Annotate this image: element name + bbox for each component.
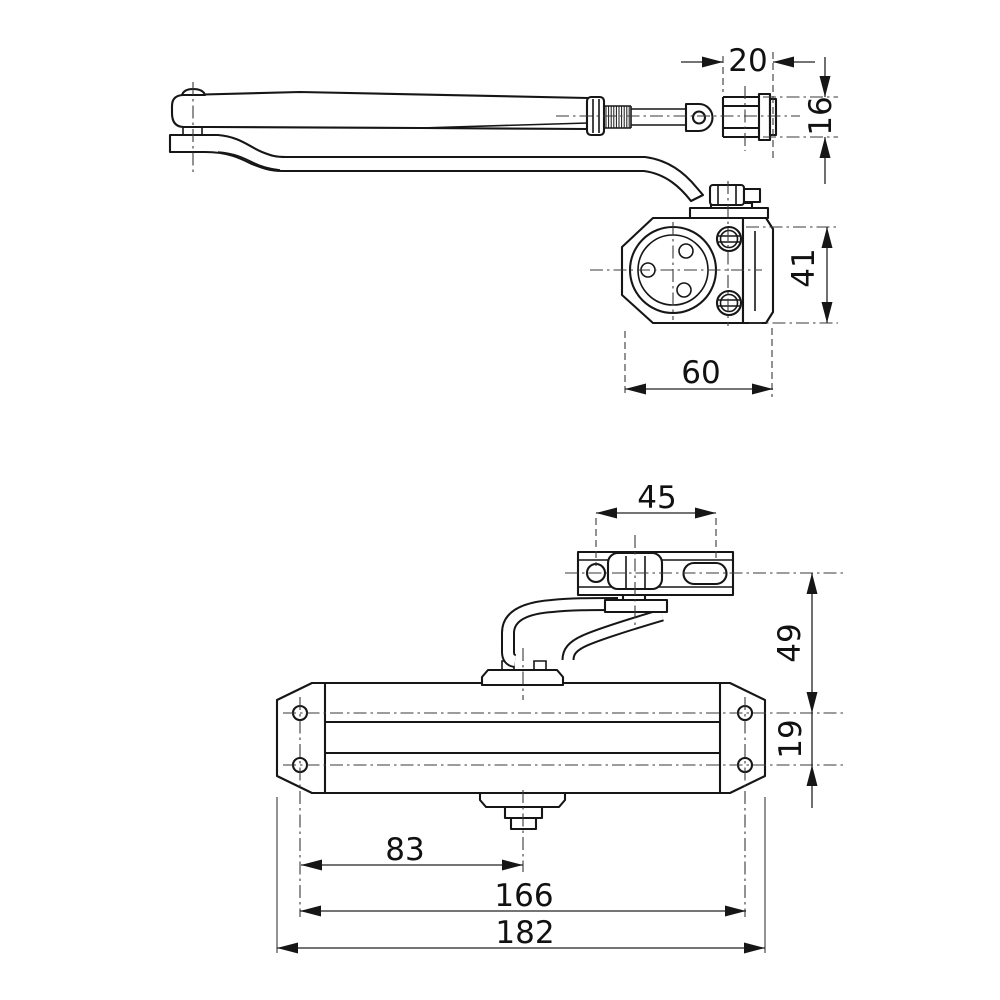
valve-screw-bottom-inner xyxy=(719,293,739,313)
dim-body-height: 41 xyxy=(746,226,838,324)
thread-hatch xyxy=(605,106,630,128)
arm-band-front xyxy=(501,597,619,668)
dim-shoe-hole-spacing-value: 45 xyxy=(637,480,676,516)
pinion-side-boss xyxy=(742,187,762,204)
dim-shoe-hole-spacing: 45 xyxy=(595,480,717,566)
dim-hole-row-spacing-value: 19 xyxy=(773,719,809,758)
bore-hole-bottom xyxy=(676,282,692,298)
dim-arm-bracket-depth: 16 xyxy=(763,57,839,184)
body-top-plate-wide xyxy=(688,206,770,220)
valve-screw-top-slot xyxy=(718,235,740,243)
main-arm xyxy=(170,90,590,131)
arm-taper-edge xyxy=(419,122,589,129)
forearm-link xyxy=(168,133,705,203)
shoe-slot-hole xyxy=(682,561,728,586)
dim-hole-to-spindle-value: 83 xyxy=(385,832,424,868)
arm-band-rear xyxy=(561,608,664,661)
dim-arm-bracket-width-value: 20 xyxy=(728,43,767,79)
body-end-dividers xyxy=(323,683,722,793)
body-tube-lines xyxy=(325,720,720,755)
dim-body-height-value: 41 xyxy=(786,248,822,287)
dim-arm-bracket-width: 20 xyxy=(681,43,815,158)
closer-body xyxy=(275,681,767,795)
clevis-pin-hole xyxy=(691,110,707,125)
pinion-nut-facets xyxy=(717,186,737,204)
dim-body-width-value: 60 xyxy=(681,355,720,391)
arm-hub-plate xyxy=(603,598,669,614)
rod-shaft xyxy=(631,108,686,126)
dim-arm-bracket-depth-value: 16 xyxy=(803,96,839,135)
dim-mounting-hole-span-value: 166 xyxy=(494,878,553,914)
shoe-hub-facets xyxy=(625,556,646,588)
dim-body-width: 60 xyxy=(624,328,773,397)
bore-hole-top xyxy=(678,243,694,259)
forearm-bend-edge xyxy=(217,151,281,171)
front-view: 45 49 19 83 166 xyxy=(275,480,845,954)
valve-screw-bottom-slot xyxy=(718,299,740,307)
dim-overall-length: 182 xyxy=(276,797,766,954)
arm-bracket-plate xyxy=(757,92,772,142)
dim-mounting-hole-span: 166 xyxy=(300,878,746,917)
dim-overall-length-value: 182 xyxy=(495,915,554,951)
dim-hole-row-spacing: 19 xyxy=(773,719,818,786)
dim-hole-to-spindle: 83 xyxy=(301,832,523,871)
top-view: 20 16 41 60 xyxy=(168,43,839,397)
elbow-tab xyxy=(182,127,203,135)
dim-shoe-to-body-height-value: 49 xyxy=(772,623,808,662)
pinion-nut xyxy=(708,183,746,207)
dim-shoe-to-body-height: 49 xyxy=(772,573,818,808)
arm-bracket-flanges xyxy=(721,95,759,139)
valve-screw-top-inner xyxy=(719,229,739,249)
